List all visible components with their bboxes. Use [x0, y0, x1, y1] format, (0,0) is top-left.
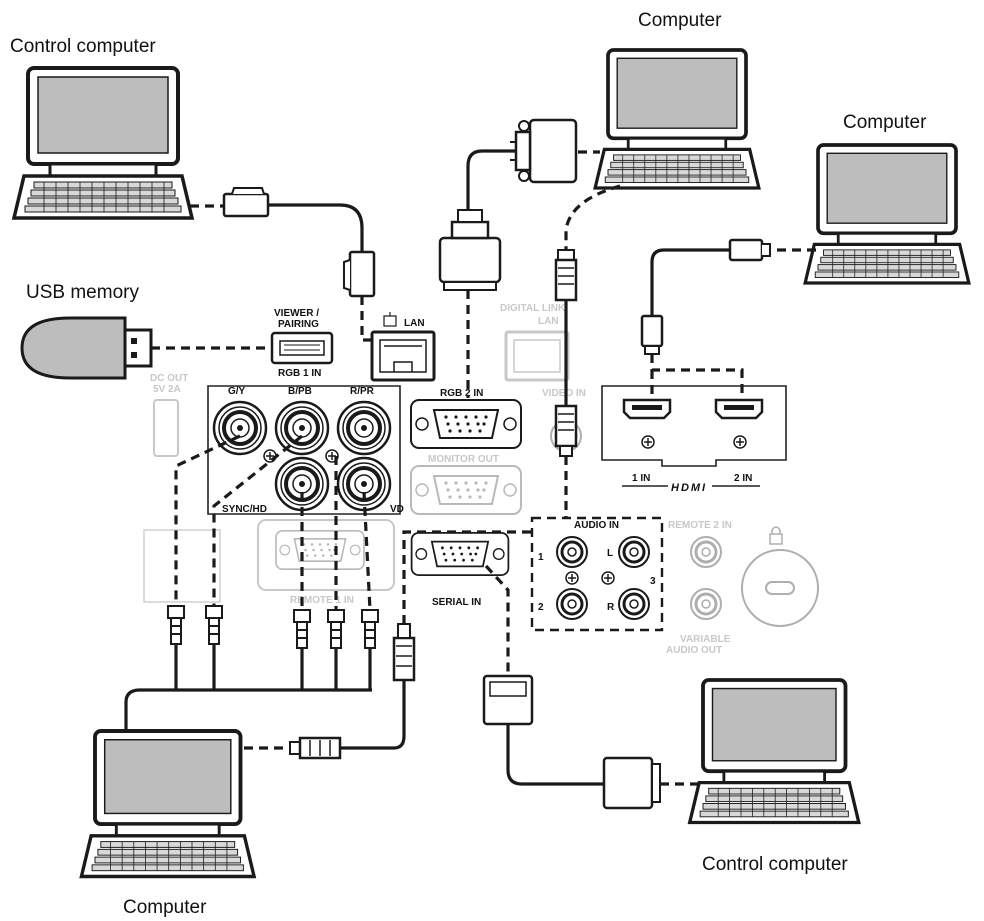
serial-in-port: [410, 532, 510, 576]
serial-plug-top: [482, 674, 534, 726]
screw-icon: [263, 449, 277, 463]
audio-plug-up: [392, 623, 416, 682]
left-grey-box: [143, 529, 221, 603]
audio-2-label: 2: [538, 602, 544, 613]
vd-label: VD: [390, 504, 404, 515]
screw-icon-hdmi2: [733, 435, 747, 449]
audio-plug-top: [554, 249, 578, 302]
variable-audio-out-label-2: AUDIO OUT: [666, 645, 722, 656]
hdmi-1-port: [622, 398, 672, 420]
audio-3-label: 3: [650, 576, 656, 587]
audio-plug-left: [289, 736, 342, 760]
rgb2-in-port: [410, 399, 522, 449]
lan-plug-top: [222, 187, 270, 218]
hdmi-plug-top: [728, 238, 771, 262]
serial-in-label: SERIAL IN: [432, 597, 481, 608]
audio-r-label: R: [607, 602, 615, 613]
audio-1-label: 1: [538, 552, 544, 563]
hdmi-2-port: [714, 398, 764, 420]
b-pb-label: B/PB: [288, 386, 312, 397]
computer-bottom: [79, 729, 257, 879]
remote1-block: [257, 519, 395, 591]
digital-link-port: [504, 330, 570, 382]
remote1-in-label: REMOTE 1 IN: [290, 595, 354, 606]
bnc-r-pr: [336, 400, 392, 456]
computer-right: [803, 143, 971, 285]
audio-in-label: AUDIO IN: [574, 520, 619, 531]
audio-1-jack: [555, 535, 589, 569]
lan-icon: [383, 312, 397, 327]
bnc-plugs: [167, 605, 379, 649]
viewer-pairing-label: VIEWER /: [274, 308, 319, 319]
bnc-block-outline: [207, 385, 401, 515]
vga-plug-top: [510, 118, 578, 184]
digital-link-label: DIGITAL LINK: [500, 303, 566, 314]
screw-icon-hdmi1: [641, 435, 655, 449]
security-lock-icon: [741, 526, 819, 627]
dc-out-label: DC OUT: [150, 373, 188, 384]
control-computer-bottom: [687, 678, 861, 825]
g-y-label: G/Y: [228, 386, 246, 397]
label-control-computer-top: Control computer: [10, 36, 156, 57]
hdmi-logo: HDMI: [671, 482, 707, 494]
remote2-jack: [689, 535, 723, 569]
audio-l-jack: [617, 535, 651, 569]
sync-hd-label: SYNC/HD: [222, 504, 267, 515]
label-control-computer-bottom: Control computer: [702, 854, 848, 875]
dc-out-label-2: 5V 2A: [153, 384, 181, 395]
viewer-pairing-label-2: PAIRING: [278, 319, 319, 330]
audio-2-jack: [555, 587, 589, 621]
monitor-out-label: MONITOR OUT: [428, 454, 499, 465]
usb-memory-stick: [20, 316, 153, 380]
audio-plug-bottom: [554, 404, 578, 457]
audio-l-label: L: [607, 548, 613, 559]
screw-icon-audio: [565, 571, 579, 585]
hdmi-2-in-label: 2 IN: [734, 473, 752, 484]
lan-plug-bottom: [343, 250, 376, 298]
monitor-out-port: [410, 465, 522, 515]
dc-out-port: [153, 399, 179, 457]
variable-audio-out-label: VARIABLE: [680, 634, 731, 645]
audio-r-jack: [617, 587, 651, 621]
hdmi-block-outline: [601, 385, 787, 467]
digital-link-lan-label: LAN: [538, 316, 559, 327]
video-in-label: VIDEO IN: [542, 388, 586, 399]
r-pr-label: R/PR: [350, 386, 375, 397]
rgb2-in-label: RGB 2 IN: [440, 388, 483, 399]
usb-port: [270, 331, 334, 365]
vga-plug-bottom: [438, 209, 502, 291]
hdmi-1-in-label: 1 IN: [632, 473, 650, 484]
bnc-b-pb: [274, 400, 330, 456]
computer-top: [593, 48, 761, 190]
rgb1-in-label: RGB 1 IN: [278, 368, 321, 379]
audio-in-block: [530, 516, 664, 632]
label-computer-right: Computer: [843, 112, 927, 133]
lan-label: LAN: [404, 318, 425, 329]
serial-plug-bottom: [602, 756, 661, 810]
bnc-sync-hd: [274, 456, 330, 512]
screw-icon-audio-2: [601, 571, 615, 585]
bnc-vd: [336, 456, 392, 512]
label-usb-memory: USB memory: [26, 282, 139, 303]
hdmi-plug-bottom: [640, 314, 664, 355]
remote2-in-label: REMOTE 2 IN: [668, 520, 732, 531]
label-computer-bottom: Computer: [123, 897, 207, 918]
control-computer-top: [12, 66, 194, 220]
label-computer-top: Computer: [638, 10, 722, 31]
lan-port: [370, 330, 436, 382]
variable-audio-jack: [689, 587, 723, 621]
remote1-port: [275, 529, 365, 571]
